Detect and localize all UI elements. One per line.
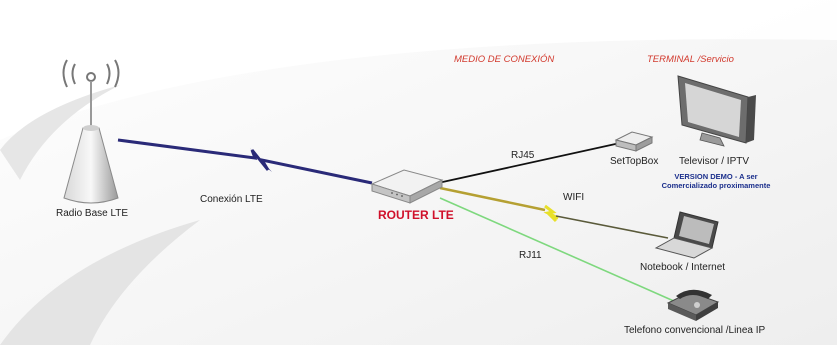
notebook-label: Notebook / Internet bbox=[640, 262, 726, 273]
demo-note-line1: VERSION DEMO - A ser bbox=[674, 172, 758, 181]
lte-link-label: Conexión LTE bbox=[200, 194, 263, 205]
demo-note-line2: Comercializado proximamente bbox=[661, 181, 771, 190]
router-label: ROUTER LTE bbox=[378, 208, 454, 222]
settopbox-icon bbox=[614, 131, 654, 152]
monitor-icon bbox=[677, 75, 756, 147]
lte-link bbox=[117, 138, 373, 185]
tv-label: Televisor / IPTV bbox=[679, 156, 750, 167]
rj45-link bbox=[437, 142, 621, 184]
antenna-tower-icon bbox=[62, 59, 120, 204]
rj11-link bbox=[439, 197, 677, 303]
router-icon bbox=[370, 169, 444, 204]
laptop-icon bbox=[654, 211, 719, 259]
background-swoosh-top bbox=[0, 0, 837, 140]
wifi-label: WIFI bbox=[563, 192, 585, 203]
telephone-icon bbox=[666, 289, 720, 321]
background-swoosh-bottom bbox=[0, 220, 200, 345]
phone-label: Telefono convencional /Linea IP bbox=[624, 325, 766, 336]
header-terminal: TERMINAL /Servicio bbox=[647, 54, 734, 65]
settopbox-label: SetTopBox bbox=[610, 156, 659, 167]
header-medium: MEDIO DE CONEXIÓN bbox=[454, 54, 555, 65]
rj11-label: RJ11 bbox=[519, 250, 542, 261]
background-swoosh-left bbox=[0, 85, 120, 180]
wifi-link bbox=[439, 186, 669, 239]
demo-note: VERSION DEMO - A ser Comercializado prox… bbox=[656, 172, 776, 190]
rj45-label: RJ45 bbox=[511, 150, 535, 161]
radio-base-label: Radio Base LTE bbox=[56, 208, 129, 219]
